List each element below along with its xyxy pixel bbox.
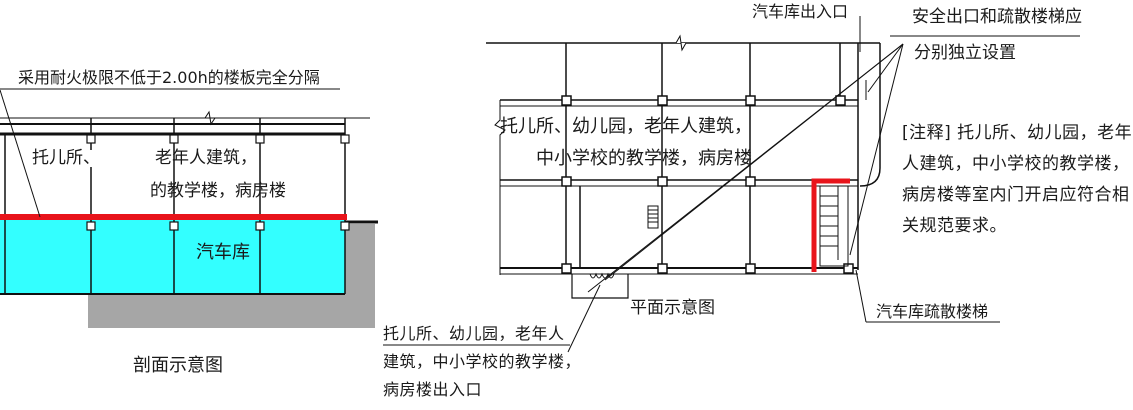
annotation-line3: 病房楼等室内门开启应符合相 [902,185,1130,205]
plan-caption: 平面示意图 [630,298,715,318]
garage-stair [819,185,849,267]
entrance-note-line1: 托儿所、幼儿园，老年人 [383,324,565,343]
stair-fire-wall [811,178,850,272]
plan-upper-use-line1: 托儿所、幼儿园，老年人建筑， [500,116,752,137]
section-columns [4,118,346,294]
entrance-note-line3: 病房楼出入口 [383,380,483,399]
annotation-line1: [注释] 托儿所、幼儿园，老年 [902,123,1133,143]
exit-note-line2: 分别独立设置 [914,43,1016,63]
plan-drawing [383,16,1080,353]
plan-leader-lines [383,16,1080,353]
left-stair [647,205,659,229]
garage-stair-label: 汽车库疏散楼梯 [876,302,989,321]
section-caption: 剖面示意图 [133,355,223,376]
section-upper-use-line1b: 老年人建筑， [155,148,257,168]
section-column-caps [86,134,350,231]
section-leader-line [0,89,41,218]
garage-ramp [859,43,881,187]
section-drawing [0,88,378,328]
garage-fill [0,218,345,294]
entrance-note: 托儿所、幼儿园，老年人 建筑，中小学校的教学楼， 病房楼出入口 [383,320,581,404]
entrance-bump [571,274,629,299]
annotation-line4: 关规范要求。 [902,216,1007,236]
plan-upper-use-line2: 中小学校的教学楼，病房楼 [536,148,752,169]
annotation-line2: 人建筑，中小学校的教学楼， [902,154,1130,174]
plan-columns [565,43,841,270]
section-upper-use-line1: 托儿所、 [30,148,102,168]
exit-note-line1: 安全出口和疏散楼梯应 [912,7,1082,27]
garage-label: 汽车库 [196,242,250,263]
floor-separation-note: 采用耐火极限不低于2.00h的楼板完全分隔 [18,68,320,87]
garage-entrance-label: 汽车库出入口 [752,2,849,21]
entrance-note-line2: 建筑，中小学校的教学楼， [383,352,582,371]
section-upper-use-line2: 的教学楼，病房楼 [150,181,286,201]
annotation-note: [注释] 托儿所、幼儿园，老年 人建筑，中小学校的教学楼， 病房楼等室内门开启应… [902,118,1133,242]
